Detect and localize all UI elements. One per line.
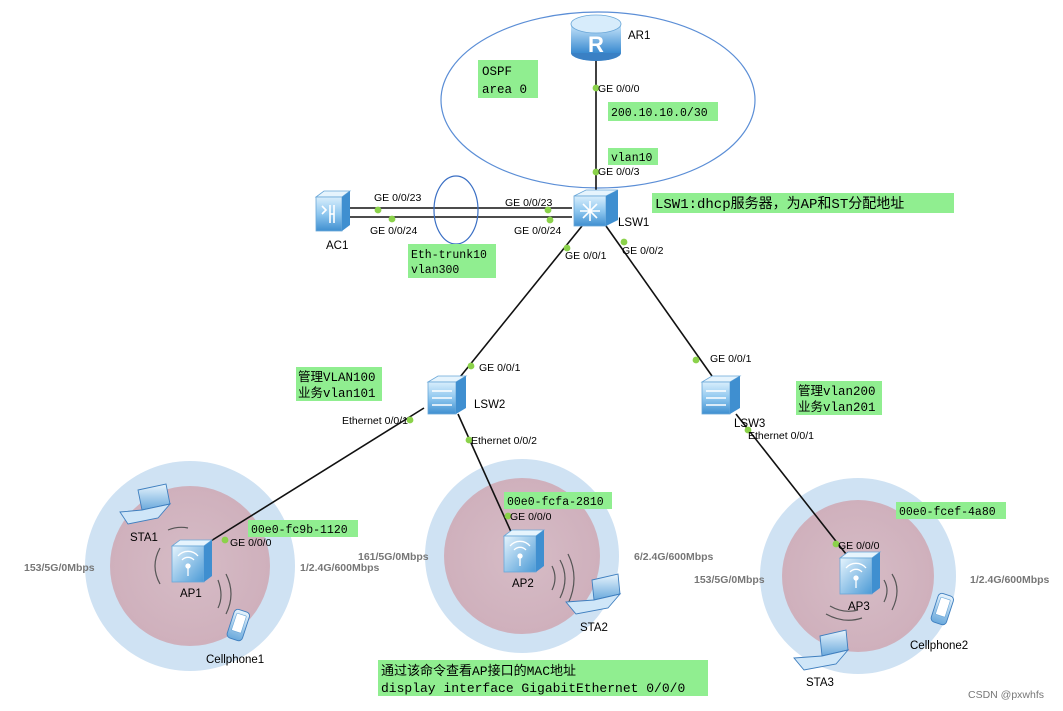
port-label-ap2-g000: GE 0/0/0 [510, 511, 552, 523]
link-lsw1-lsw3 [605, 225, 713, 377]
device-label-sta1: STA1 [130, 532, 158, 544]
access-point-icon [838, 551, 882, 595]
switch-icon [426, 375, 468, 415]
router-ar1[interactable]: R [570, 14, 622, 61]
note-trunk-line1: Eth-trunk10 [411, 249, 487, 262]
rate-ap3-24g: 1/2.4G/600Mbps [970, 574, 1050, 586]
svg-text:R: R [588, 32, 604, 57]
note-ospf-line2: area 0 [482, 83, 527, 97]
access-point-ap3[interactable] [825, 551, 898, 621]
link-lsw3-ap3 [735, 413, 847, 555]
access-point-ap1[interactable] [154, 526, 232, 615]
port-label-lsw1-g002: GE 0/0/2 [622, 245, 664, 257]
switch-lsw3[interactable] [700, 375, 742, 415]
access-controller-icon [314, 190, 352, 232]
rate-ap1-5g: 153/5G/0Mbps [24, 562, 95, 574]
note-lsw3-line2: 业务vlan201 [798, 399, 876, 415]
note-ospf-line1: OSPF [482, 65, 512, 79]
device-label-lsw3: LSW3 [734, 418, 765, 430]
device-label-lsw2: LSW2 [474, 399, 505, 411]
port-label-lsw3-e001: Ethernet 0/0/1 [748, 430, 814, 442]
rate-ap2-24g: 6/2.4G/600Mbps [634, 551, 714, 563]
port-label-lsw1-g023: GE 0/0/23 [505, 197, 552, 209]
note-ap3-mac: 00e0-fcef-4a80 [899, 506, 996, 519]
device-label-cellphone1: Cellphone1 [206, 654, 264, 666]
note-vlan10: vlan10 [611, 152, 653, 165]
note-lsw2-line1: 管理VLAN100 [298, 369, 376, 385]
access-point-ap2[interactable] [502, 529, 575, 605]
note-lsw3-line1: 管理vlan200 [798, 383, 876, 399]
note-ap2-mac: 00e0-fcfa-2810 [507, 496, 604, 509]
signal-waves [551, 553, 575, 605]
device-label-ap2: AP2 [512, 578, 534, 590]
note-lsw2-line2: 业务vlan101 [298, 385, 376, 401]
station-sta1[interactable] [119, 483, 172, 525]
watermark: CSDN @pxwhfs [968, 689, 1044, 701]
note-cmd-line1: 通过该命令查看AP接口的MAC地址 [381, 663, 576, 679]
device-label-ar1: AR1 [628, 30, 650, 42]
device-label-ac1: AC1 [326, 240, 348, 252]
port-label-lsw3-g001: GE 0/0/1 [710, 353, 752, 365]
port-dots [221, 84, 840, 548]
port-label-ar1-g000: GE 0/0/0 [598, 83, 640, 95]
station-sta3[interactable] [793, 629, 850, 671]
station-sta2[interactable] [565, 573, 622, 615]
cellphone-icon [930, 592, 954, 626]
cellphone-1[interactable] [226, 608, 250, 642]
device-label-cellphone2: Cellphone2 [910, 640, 968, 652]
note-cmd-line2: display interface GigabitEthernet 0/0/0 [381, 681, 685, 696]
laptop-icon [793, 629, 850, 671]
eth-trunk-ring [433, 175, 479, 245]
laptop-icon [565, 573, 622, 615]
port-label-ap3-g000: GE 0/0/0 [838, 540, 880, 552]
switch-icon [573, 189, 619, 227]
links [205, 60, 847, 555]
link-lsw1-lsw2 [455, 225, 583, 383]
ospf-area-ring [440, 11, 756, 189]
signal-waves [825, 573, 898, 621]
laptop-icon [119, 483, 172, 525]
port-label-lsw2-e002: Ethernet 0/0/2 [471, 435, 537, 447]
port-label-lsw1-g003: GE 0/0/3 [598, 166, 640, 178]
rate-ap2-5g: 161/5G/0Mbps [358, 551, 429, 563]
note-subnet: 200.10.10.0/30 [611, 107, 708, 120]
port-label-ac1-g023: GE 0/0/23 [374, 192, 421, 204]
device-label-ap1: AP1 [180, 588, 202, 600]
cellphone-icon [226, 608, 250, 642]
note-boxes [248, 60, 1006, 696]
switch-lsw1[interactable] [573, 189, 619, 227]
device-label-sta2: STA2 [580, 622, 608, 634]
port-label-lsw1-g024: GE 0/0/24 [514, 225, 561, 237]
access-point-icon [170, 539, 214, 583]
device-label-ap3: AP3 [848, 601, 870, 613]
port-label-lsw2-g001: GE 0/0/1 [479, 362, 521, 374]
switch-lsw2[interactable] [426, 375, 468, 415]
link-lsw2-ap1 [205, 407, 425, 545]
access-controller-ac1[interactable] [314, 190, 352, 232]
note-ap1-mac: 00e0-fc9b-1120 [251, 524, 348, 537]
rate-ap1-24g: 1/2.4G/600Mbps [300, 562, 380, 574]
device-label-sta3: STA3 [806, 677, 834, 689]
port-label-ap1-g000: GE 0/0/0 [230, 537, 272, 549]
signal-waves [154, 526, 232, 615]
port-label-lsw1-g001: GE 0/0/1 [565, 250, 607, 262]
note-lsw1-role: LSW1:dhcp服务器，为AP和ST分配地址 [655, 196, 904, 213]
port-label-ac1-g024: GE 0/0/24 [370, 225, 417, 237]
cellphone-2[interactable] [930, 592, 954, 626]
note-trunk-line2: vlan300 [411, 264, 459, 277]
router-icon: R [570, 14, 622, 61]
switch-icon [700, 375, 742, 415]
rate-ap3-5g: 153/5G/0Mbps [694, 574, 765, 586]
link-lsw2-ap2 [457, 413, 513, 535]
port-label-lsw2-e001: Ethernet 0/0/1 [342, 415, 408, 427]
access-point-icon [502, 529, 546, 573]
device-label-lsw1: LSW1 [618, 217, 649, 229]
